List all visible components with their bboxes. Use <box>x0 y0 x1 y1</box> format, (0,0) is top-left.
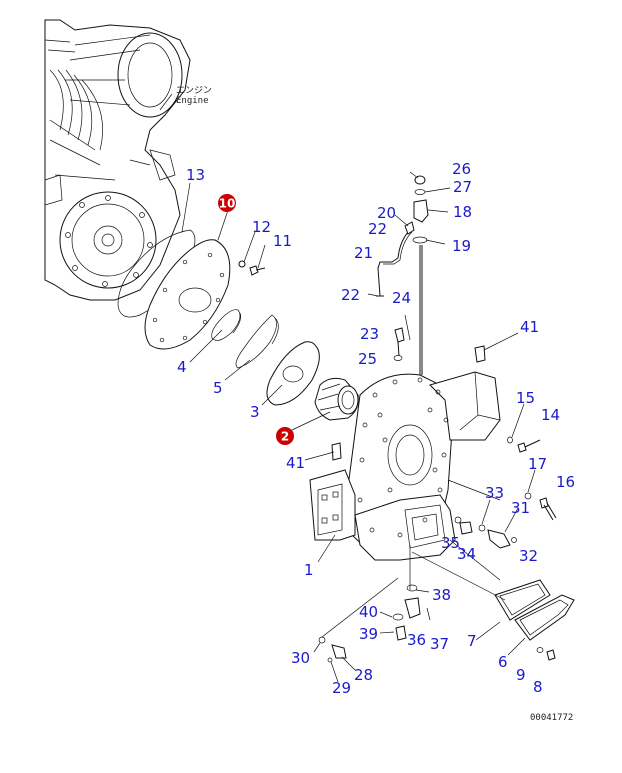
callout-10[interactable]: 10 <box>218 194 236 212</box>
part-number-13[interactable]: 13 <box>186 166 205 184</box>
snap-ring-4 <box>211 309 242 341</box>
plug-41-top <box>474 345 486 363</box>
part-number-40[interactable]: 40 <box>359 603 378 621</box>
callout-2[interactable]: 2 <box>276 427 294 445</box>
bolt-14-15 <box>507 436 541 453</box>
part-number-4[interactable]: 4 <box>177 358 187 376</box>
part-number-34[interactable]: 34 <box>457 545 476 563</box>
part-number-24[interactable]: 24 <box>392 289 411 307</box>
callout-2-label: 2 <box>281 430 289 444</box>
plug-41-left <box>331 442 342 461</box>
part-number-22[interactable]: 22 <box>341 286 360 304</box>
part-number-26[interactable]: 26 <box>452 160 471 178</box>
leader-lines <box>181 171 536 683</box>
part-number-3[interactable]: 3 <box>250 403 260 421</box>
engine-drawing <box>44 19 191 301</box>
engine-label-jp: エンジン <box>176 86 212 96</box>
part-number-38[interactable]: 38 <box>432 586 451 604</box>
part-number-32[interactable]: 32 <box>519 547 538 565</box>
part-number-6[interactable]: 6 <box>498 653 508 671</box>
bolt-16-17 <box>524 492 557 521</box>
bolt-8 <box>546 649 556 661</box>
part-number-29[interactable]: 29 <box>332 679 351 697</box>
part-number-1[interactable]: 1 <box>304 561 314 579</box>
callout-10-circle <box>218 194 236 212</box>
part-number-28[interactable]: 28 <box>354 666 373 684</box>
part-number-20[interactable]: 20 <box>377 204 396 222</box>
part-number-33[interactable]: 33 <box>485 484 504 502</box>
part-number-39[interactable]: 39 <box>359 625 378 643</box>
bolt-washer-11-12 <box>238 260 266 276</box>
part-number-labels: 26 27 18 20 22 19 21 22 24 13 12 11 41 2… <box>177 160 575 697</box>
part-number-16[interactable]: 16 <box>556 473 575 491</box>
part-number-9[interactable]: 9 <box>516 666 526 684</box>
part-number-25[interactable]: 25 <box>358 350 377 368</box>
callout-2-circle <box>276 427 294 445</box>
part-number-41[interactable]: 41 <box>286 454 305 472</box>
part-number-22[interactable]: 22 <box>368 220 387 238</box>
cover-plate-7 <box>494 579 551 621</box>
cover-plate-10 <box>144 239 231 350</box>
part-number-37[interactable]: 37 <box>430 635 449 653</box>
part-number-7[interactable]: 7 <box>467 632 477 650</box>
fittings-36-40 <box>392 545 431 641</box>
part-number-31[interactable]: 31 <box>511 499 530 517</box>
callout-10-label: 10 <box>219 197 236 211</box>
part-number-12[interactable]: 12 <box>252 218 271 236</box>
damper-disc-3 <box>266 341 320 406</box>
part-number-27[interactable]: 27 <box>453 178 472 196</box>
cover-plate-6 <box>514 594 575 641</box>
coupling-2 <box>314 377 359 421</box>
part-number-19[interactable]: 19 <box>452 237 471 255</box>
part-number-23[interactable]: 23 <box>360 325 379 343</box>
part-number-14[interactable]: 14 <box>541 406 560 424</box>
fittings-28-30 <box>318 577 399 663</box>
washer-25 <box>393 355 403 361</box>
transfer-housing-1 <box>309 371 501 561</box>
engine-label-en: Engine <box>176 96 209 106</box>
part-number-30[interactable]: 30 <box>291 649 310 667</box>
fitting-31-35 <box>454 516 517 549</box>
part-number-35[interactable]: 35 <box>441 534 460 552</box>
washer-9 <box>536 647 544 653</box>
part-number-36[interactable]: 36 <box>407 631 426 649</box>
drawing-number: 00041772 <box>530 713 573 723</box>
part-number-15[interactable]: 15 <box>516 389 535 407</box>
part-number-8[interactable]: 8 <box>533 678 543 696</box>
part-number-17[interactable]: 17 <box>528 455 547 473</box>
snap-ring-5 <box>235 314 279 369</box>
part-number-21[interactable]: 21 <box>354 244 373 262</box>
part-number-41[interactable]: 41 <box>520 318 539 336</box>
part-number-5[interactable]: 5 <box>213 379 223 397</box>
bolt-23 <box>394 327 405 357</box>
part-number-11[interactable]: 11 <box>273 232 292 250</box>
part-number-18[interactable]: 18 <box>453 203 472 221</box>
